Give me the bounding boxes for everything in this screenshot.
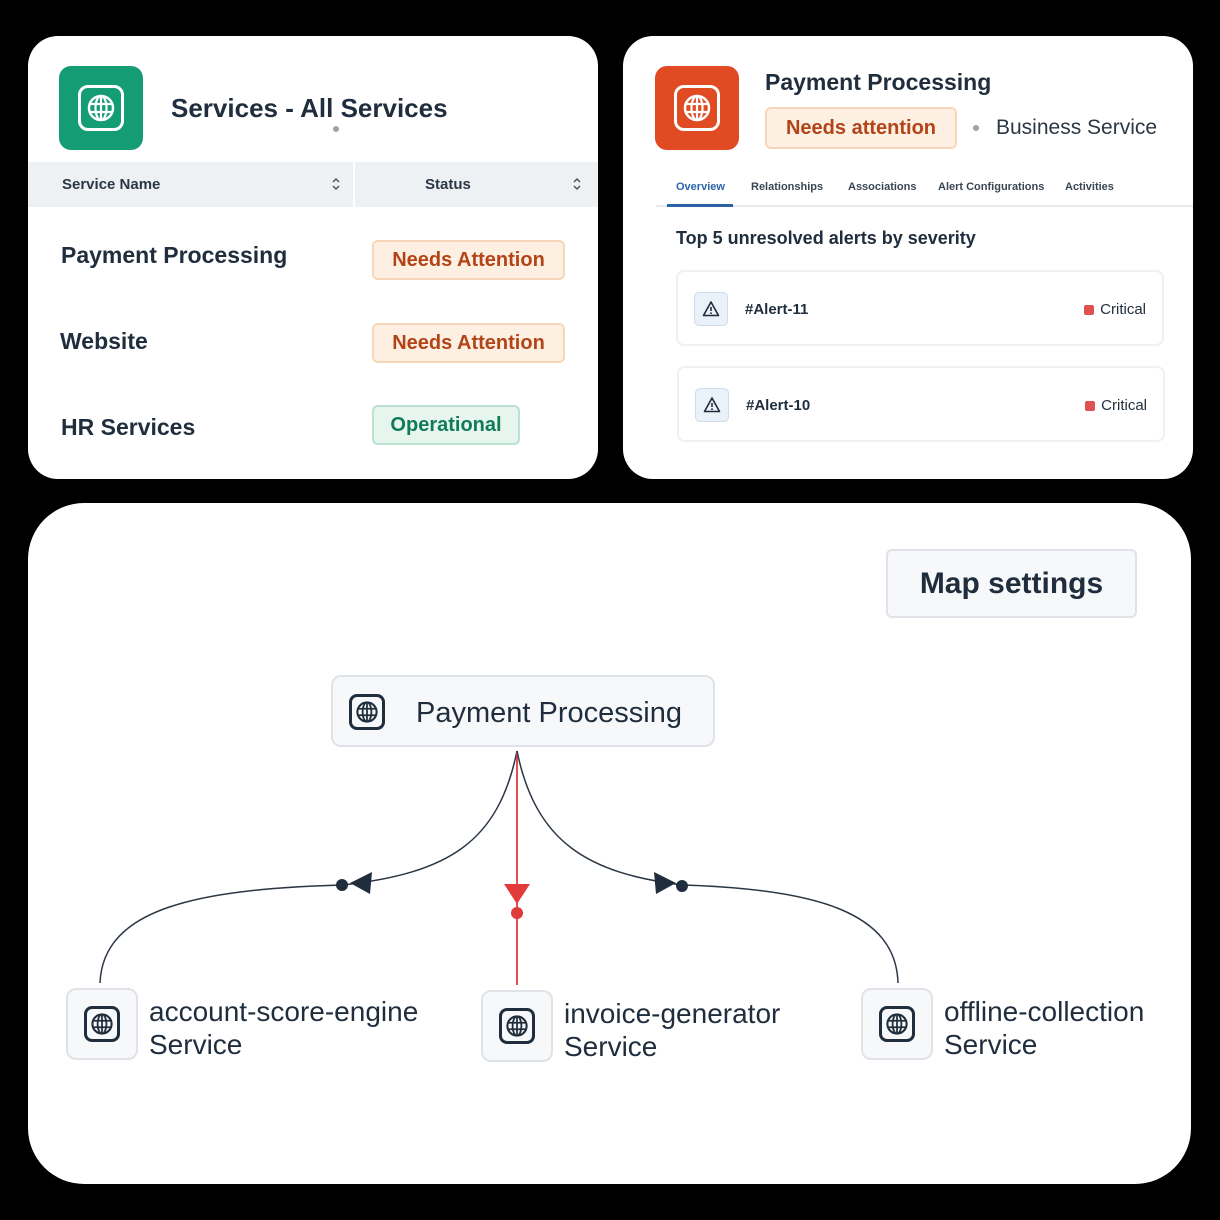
service-map-card: Map settings Payment Processing account-… xyxy=(28,503,1191,1184)
map-settings-button[interactable]: Map settings xyxy=(886,549,1137,618)
service-app-icon xyxy=(655,66,739,150)
edge-account-score-engine xyxy=(99,750,518,984)
edge-dot xyxy=(336,879,348,891)
map-node-label: account-score-engine Service xyxy=(149,995,418,1061)
active-tab-indicator xyxy=(667,204,733,207)
status-badge: Needs attention xyxy=(765,107,957,149)
dependency-graph xyxy=(99,750,899,985)
service-type: Business Service xyxy=(996,116,1158,139)
tab-activities[interactable]: Activities xyxy=(1065,181,1114,193)
alert-id: #Alert-10 xyxy=(746,397,811,414)
map-node-kind: Service xyxy=(149,1029,243,1060)
edge-arrow-icon xyxy=(350,872,372,894)
edge-arrow-icon xyxy=(504,884,530,904)
edge-dot xyxy=(511,907,523,919)
services-app-icon xyxy=(59,66,143,150)
severity-label: Critical xyxy=(1101,397,1147,414)
tab-relationships[interactable]: Relationships xyxy=(751,181,824,193)
column-divider xyxy=(353,162,355,207)
globe-icon xyxy=(349,694,385,730)
globe-icon xyxy=(499,1008,535,1044)
edge-arrow-icon xyxy=(654,872,676,894)
map-node-name: account-score-engine xyxy=(149,996,419,1027)
map-node-kind: Service xyxy=(944,1029,1038,1060)
map-node-label: invoice-generator Service xyxy=(564,997,780,1063)
globe-icon xyxy=(84,1006,120,1042)
column-header-service-name[interactable]: Service Name xyxy=(62,176,161,193)
map-node-name: invoice-generator xyxy=(564,998,781,1029)
table-header: Service Name Status xyxy=(28,162,598,207)
severity-square-icon xyxy=(1084,304,1095,315)
service-detail-card: Payment Processing Needs attention Busin… xyxy=(623,36,1193,479)
map-node-account-score-engine[interactable] xyxy=(66,988,138,1060)
edge-offline-collection xyxy=(516,750,899,984)
globe-icon xyxy=(879,1006,915,1042)
severity-label: Critical xyxy=(1100,301,1146,318)
title-dot xyxy=(333,126,339,132)
service-row-name[interactable]: Website xyxy=(60,328,148,354)
map-node-offline-collection[interactable] xyxy=(861,988,933,1060)
alert-item[interactable]: #Alert-11 Critical xyxy=(676,270,1164,346)
status-badge: Needs Attention xyxy=(372,240,565,280)
sort-icon[interactable] xyxy=(331,176,341,192)
service-row-name[interactable]: HR Services xyxy=(61,414,196,440)
map-node-root[interactable]: Payment Processing xyxy=(331,675,715,747)
page-title: Services - All Services xyxy=(171,93,448,123)
severity-square-icon xyxy=(1085,400,1096,411)
status-badge: Needs Attention xyxy=(372,323,565,363)
alert-id: #Alert-11 xyxy=(745,301,809,318)
service-title: Payment Processing xyxy=(765,69,992,95)
globe-icon xyxy=(78,85,124,131)
services-card: Services - All Services Service Name Sta… xyxy=(28,36,598,479)
severity-indicator: Critical xyxy=(1084,301,1146,318)
status-badge: Operational xyxy=(372,405,520,445)
map-node-label: offline-collection Service xyxy=(944,995,1144,1061)
service-row-name[interactable]: Payment Processing xyxy=(61,242,288,268)
map-node-kind: Service xyxy=(564,1031,658,1062)
tab-overview[interactable]: Overview xyxy=(676,181,725,193)
tab-alert-configurations[interactable]: Alert Configurations xyxy=(938,181,1045,193)
map-node-invoice-generator[interactable] xyxy=(481,990,553,1062)
map-node-root-label: Payment Processing xyxy=(416,697,682,729)
globe-icon xyxy=(674,85,720,131)
tab-associations[interactable]: Associations xyxy=(848,181,917,193)
warning-icon xyxy=(694,292,728,326)
sort-icon[interactable] xyxy=(572,176,582,192)
alert-item[interactable]: #Alert-10 Critical xyxy=(677,366,1165,442)
warning-icon xyxy=(695,388,729,422)
separator-dot xyxy=(973,125,979,131)
edge-dot xyxy=(676,880,688,892)
map-node-name: offline-collection xyxy=(944,996,1145,1027)
alerts-heading: Top 5 unresolved alerts by severity xyxy=(676,228,976,248)
severity-indicator: Critical xyxy=(1085,397,1147,414)
tab-bar: Overview Relationships Associations Aler… xyxy=(656,176,1193,207)
column-header-status[interactable]: Status xyxy=(425,176,471,193)
